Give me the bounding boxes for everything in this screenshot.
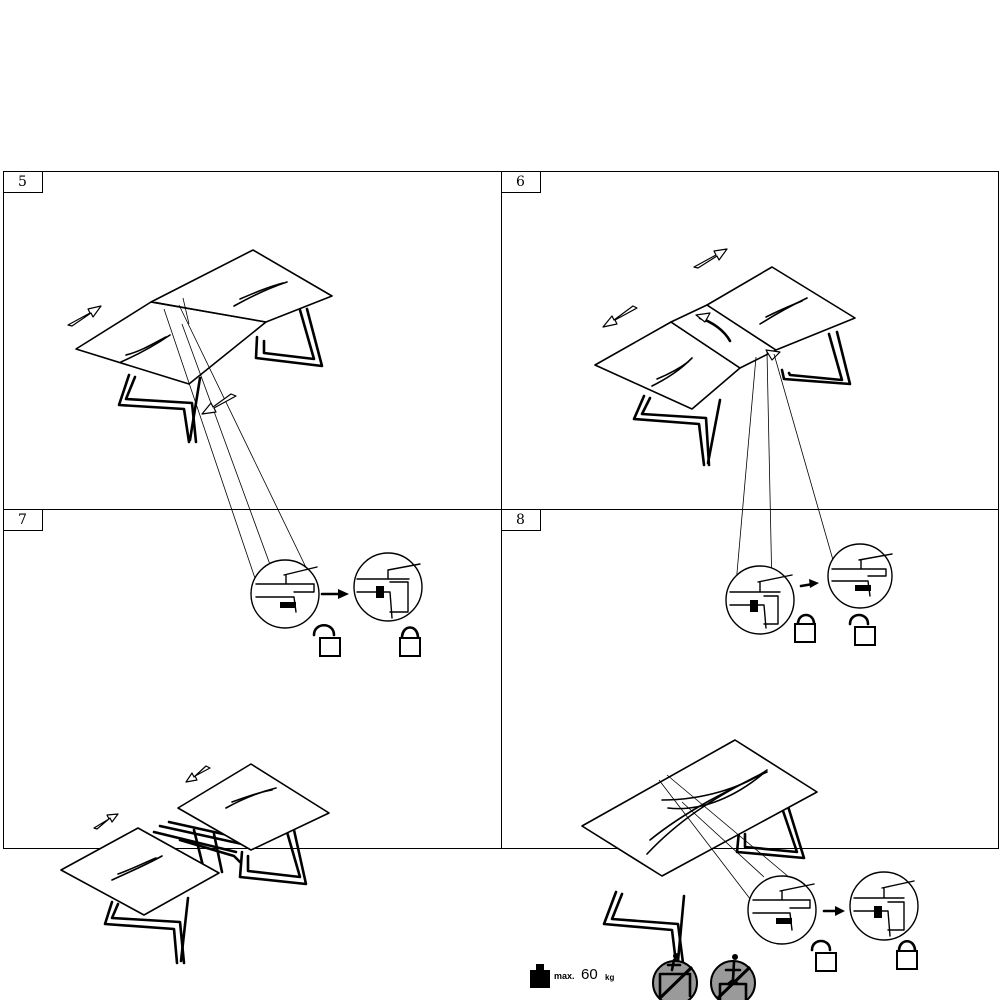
push-arrow-right — [185, 765, 211, 783]
padlock-open-icon — [848, 613, 876, 646]
table-leg-right — [238, 828, 308, 886]
step-5-panel: 5 — [3, 171, 501, 657]
instruction-sheet: 5 — [3, 171, 999, 1000]
zoom-lines — [658, 774, 803, 905]
table-leg-left — [632, 394, 722, 467]
wood-grain — [111, 787, 277, 881]
table-top-right — [706, 266, 856, 351]
padlock-closed-icon — [794, 613, 816, 643]
flip-arrow-lower — [765, 349, 781, 361]
load-limit-label: max. — [554, 971, 575, 981]
no-climbing-on-table-icon — [710, 954, 756, 1000]
table-top-left — [60, 827, 220, 916]
table-leg-left — [602, 890, 686, 965]
table-top-right — [177, 763, 330, 851]
table-leg-right — [780, 330, 852, 386]
step-number: 6 — [501, 171, 541, 193]
push-arrow-left — [67, 305, 102, 327]
step-5-illustration — [67, 249, 423, 657]
latch-detail-open — [827, 543, 893, 609]
latch-detail-open — [747, 875, 817, 945]
load-limit-unit: kg — [605, 973, 615, 982]
step-7-illustration — [60, 763, 330, 965]
zoom-lines — [733, 351, 838, 608]
pull-arrow-left — [602, 305, 638, 328]
step-6-panel: 6 — [501, 171, 998, 646]
push-arrow-left — [93, 813, 119, 830]
table-leg-right — [254, 307, 324, 368]
step-number: 5 — [3, 171, 43, 193]
no-standing-on-table-icon — [652, 953, 698, 1000]
padlock-closed-icon — [896, 939, 918, 970]
weight-icon — [530, 964, 550, 988]
wood-grain — [651, 297, 808, 387]
table-top — [581, 739, 818, 877]
pull-arrow-right — [693, 248, 728, 269]
table-leg-left — [103, 896, 190, 965]
push-arrow-right — [201, 393, 237, 415]
step-8-panel: 8 — [501, 509, 998, 1000]
latch-detail-closed — [353, 552, 423, 622]
table-leg-left — [117, 373, 202, 444]
top-seam — [154, 297, 267, 325]
padlock-open-icon — [810, 939, 837, 972]
load-limit-value: 60 — [581, 966, 598, 983]
step-number: 7 — [3, 509, 43, 531]
latch-detail-closed — [849, 871, 919, 941]
wood-grain — [646, 769, 768, 855]
step-7-panel: 7 — [3, 509, 501, 965]
step-6-illustration — [594, 248, 893, 646]
padlock-open-icon — [312, 623, 341, 657]
zoom-lines — [163, 304, 315, 600]
padlock-closed-icon — [399, 626, 421, 657]
latch-detail-closed — [725, 565, 795, 635]
step-8-illustration — [530, 739, 919, 1000]
step-number: 8 — [501, 509, 541, 531]
latch-detail-open — [250, 559, 320, 629]
wood-grain — [120, 281, 288, 363]
